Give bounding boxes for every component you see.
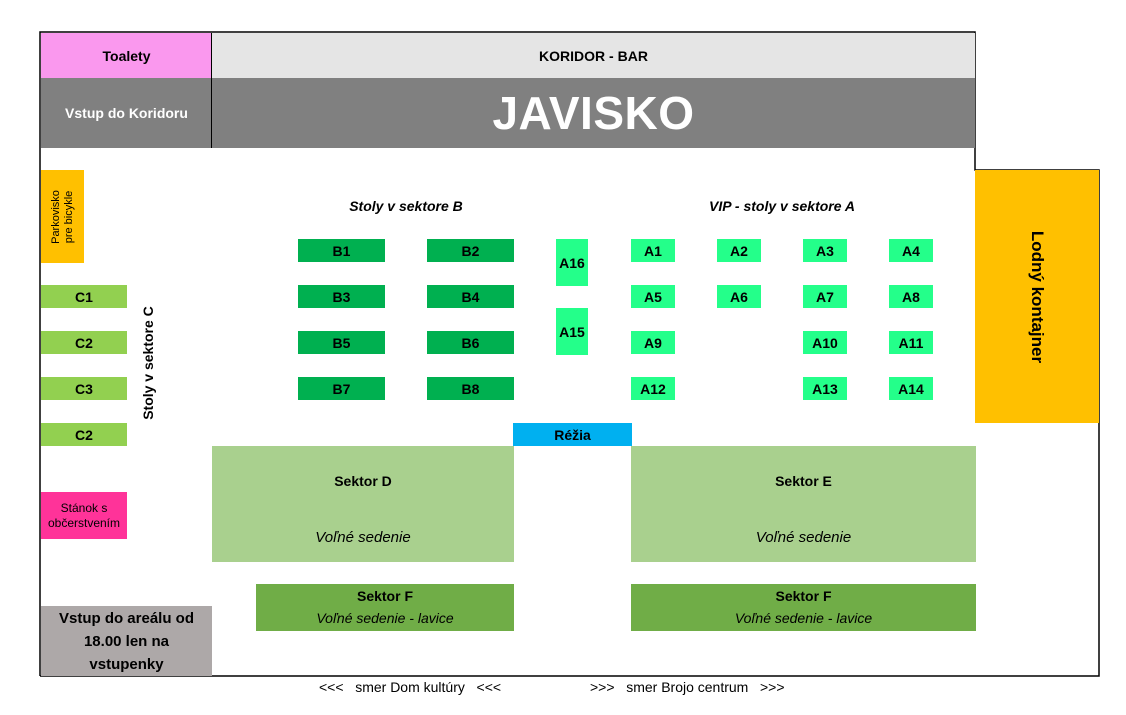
sector-d[interactable]: Sektor D Voľné sedenie (212, 446, 514, 562)
refreshment-stand: Stánok s občerstvením (41, 492, 127, 539)
table-label: A14 (898, 380, 924, 397)
bike-parking-label: Parkovisko pre bicykle (49, 189, 75, 244)
control-booth-label: Réžia (554, 426, 591, 443)
table-a15[interactable]: A15 (556, 308, 588, 355)
toilets-label: Toalety (102, 47, 151, 64)
table-a7[interactable]: A7 (803, 285, 847, 308)
table-a11[interactable]: A11 (889, 331, 933, 354)
sector-e-title: Sektor E (775, 473, 832, 489)
table-label: A7 (816, 288, 834, 305)
corridor-bar-area: KORIDOR - BAR (212, 33, 975, 78)
table-label: A8 (902, 288, 920, 305)
sector-f-right-subtitle: Voľné sedenie - lavice (734, 610, 873, 626)
table-a5[interactable]: A5 (631, 285, 675, 308)
table-label: A3 (816, 242, 834, 259)
table-label: A15 (559, 323, 585, 340)
table-label: B4 (461, 288, 480, 305)
sector-d-subtitle: Voľné sedenie (315, 529, 411, 546)
table-label: C1 (75, 288, 93, 305)
table-label: A6 (730, 288, 748, 305)
sector-b-heading-text: Stoly v sektore B (349, 198, 463, 214)
table-a10[interactable]: A10 (803, 331, 847, 354)
table-b7[interactable]: B7 (298, 377, 385, 400)
table-label: A1 (644, 242, 662, 259)
sector-c-heading-text: Stoly v sektore C (140, 305, 157, 420)
table-label: A5 (644, 288, 662, 305)
table-a12[interactable]: A12 (631, 377, 675, 400)
sector-b-heading: Stoly v sektore B (298, 196, 514, 216)
stage-label: JAVISKO (492, 87, 695, 139)
table-a4[interactable]: A4 (889, 239, 933, 262)
shipping-container: Lodný kontajner (975, 170, 1099, 423)
table-b4[interactable]: B4 (427, 285, 514, 308)
table-label: C3 (75, 380, 93, 397)
table-a16[interactable]: A16 (556, 239, 588, 286)
table-b6[interactable]: B6 (427, 331, 514, 354)
stage-area: JAVISKO (212, 78, 975, 148)
table-label: A11 (898, 334, 924, 351)
sector-f-left-subtitle: Voľné sedenie - lavice (316, 610, 454, 626)
sector-a-heading-text: VIP - stoly v sektore A (708, 198, 855, 214)
table-label: B3 (332, 288, 351, 305)
table-label: C2 (75, 334, 93, 351)
sector-f-right[interactable]: Sektor F Voľné sedenie - lavice (631, 584, 976, 631)
table-a6[interactable]: A6 (717, 285, 761, 308)
sector-f-left[interactable]: Sektor F Voľné sedenie - lavice (256, 584, 514, 631)
table-a13[interactable]: A13 (803, 377, 847, 400)
table-a14[interactable]: A14 (889, 377, 933, 400)
venue-entrance-label: Vstup do areálu od 18.00 len na vstupenk… (58, 609, 194, 673)
control-booth: Réžia (513, 423, 632, 446)
toilets-area: Toalety (41, 33, 212, 78)
table-label: A13 (812, 380, 838, 397)
venue-entrance: Vstup do areálu od 18.00 len na vstupenk… (41, 606, 212, 676)
table-c1[interactable]: C1 (41, 285, 127, 308)
sector-a-heading: VIP - stoly v sektore A (631, 196, 933, 216)
table-a3[interactable]: A3 (803, 239, 847, 262)
table-label: C2 (75, 426, 93, 443)
table-b8[interactable]: B8 (427, 377, 514, 400)
sector-f-left-title: Sektor F (356, 588, 413, 604)
table-c3[interactable]: C3 (41, 377, 127, 400)
table-b3[interactable]: B3 (298, 285, 385, 308)
table-label: A16 (559, 254, 585, 271)
bike-parking-area: Parkovisko pre bicykle (41, 170, 84, 263)
table-label: A4 (902, 242, 920, 259)
table-a8[interactable]: A8 (889, 285, 933, 308)
sector-f-right-title: Sektor F (775, 588, 832, 604)
table-a1[interactable]: A1 (631, 239, 675, 262)
divider-line (211, 33, 212, 148)
refreshment-stand-label: Stánok s občerstvením (47, 500, 121, 530)
corridor-entrance-area: Vstup do Koridoru (41, 78, 212, 148)
table-label: A9 (644, 334, 662, 351)
sector-e[interactable]: Sektor E Voľné sedenie (631, 446, 976, 562)
table-label: B5 (332, 334, 351, 351)
shipping-container-label: Lodný kontajner (1028, 230, 1048, 363)
sector-d-title: Sektor D (334, 473, 392, 489)
table-c2-second[interactable]: C2 (41, 423, 127, 446)
table-a2[interactable]: A2 (717, 239, 761, 262)
table-b5[interactable]: B5 (298, 331, 385, 354)
table-a9[interactable]: A9 (631, 331, 675, 354)
direction-right: >>> smer Brojo centrum >>> (590, 679, 785, 695)
table-label: B8 (461, 380, 480, 397)
table-label: B6 (461, 334, 480, 351)
table-c2[interactable]: C2 (41, 331, 127, 354)
corridor-bar-label: KORIDOR - BAR (539, 47, 648, 64)
corridor-entrance-label: Vstup do Koridoru (65, 105, 188, 121)
table-label: A12 (640, 380, 666, 397)
table-label: B2 (461, 242, 480, 259)
table-b1[interactable]: B1 (298, 239, 385, 262)
direction-left: <<< smer Dom kultúry <<< (319, 679, 502, 695)
table-b2[interactable]: B2 (427, 239, 514, 262)
sector-c-heading: Stoly v sektore C (128, 290, 168, 435)
table-label: A2 (730, 242, 748, 259)
table-label: A10 (812, 334, 838, 351)
sector-e-subtitle: Voľné sedenie (755, 529, 852, 546)
table-label: B1 (332, 242, 351, 259)
table-label: B7 (332, 380, 351, 397)
